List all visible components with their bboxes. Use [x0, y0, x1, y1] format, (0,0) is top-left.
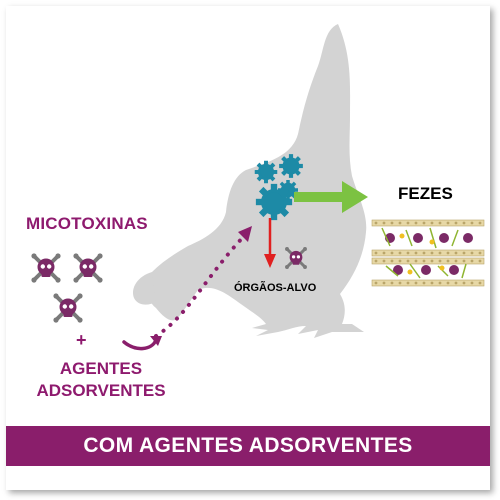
plus-sign: +: [76, 330, 87, 350]
entry-arrow: [122, 338, 158, 351]
organ-arrow-head: [264, 254, 276, 268]
diagram-card: MICOTOXINAS + AGENTES ADSORVENTES FEZES …: [6, 6, 490, 490]
binders-label-line1: AGENTES: [59, 359, 143, 378]
binders-label-line2: ADSORVENTES: [36, 381, 166, 400]
bottom-banner: COM AGENTES ADSORVENTES: [6, 426, 490, 466]
toxin-path-arrowhead: [238, 226, 252, 242]
banner-text: COM AGENTES ADSORVENTES: [83, 434, 413, 457]
skull-crossbones-icon: [29, 251, 63, 285]
feces-arrow-shaft: [294, 192, 346, 202]
diagram-illustration: [29, 24, 485, 351]
binders-label: AGENTES ADSORVENTES: [26, 358, 176, 402]
target-organs-label: ÓRGÃOS-ALVO: [234, 282, 317, 294]
clay-layer-icon: [371, 219, 485, 287]
chicken-head: [132, 272, 156, 305]
feces-label: FEZES: [398, 184, 453, 203]
toxin-path-dotted: [154, 232, 248, 338]
skull-crossbones-icon: [71, 251, 105, 285]
chicken-silhouette: [146, 24, 367, 338]
toxins-label: MICOTOXINAS: [26, 214, 148, 233]
feces-arrow-head: [342, 181, 368, 213]
skull-crossbones-icon: [51, 291, 85, 325]
